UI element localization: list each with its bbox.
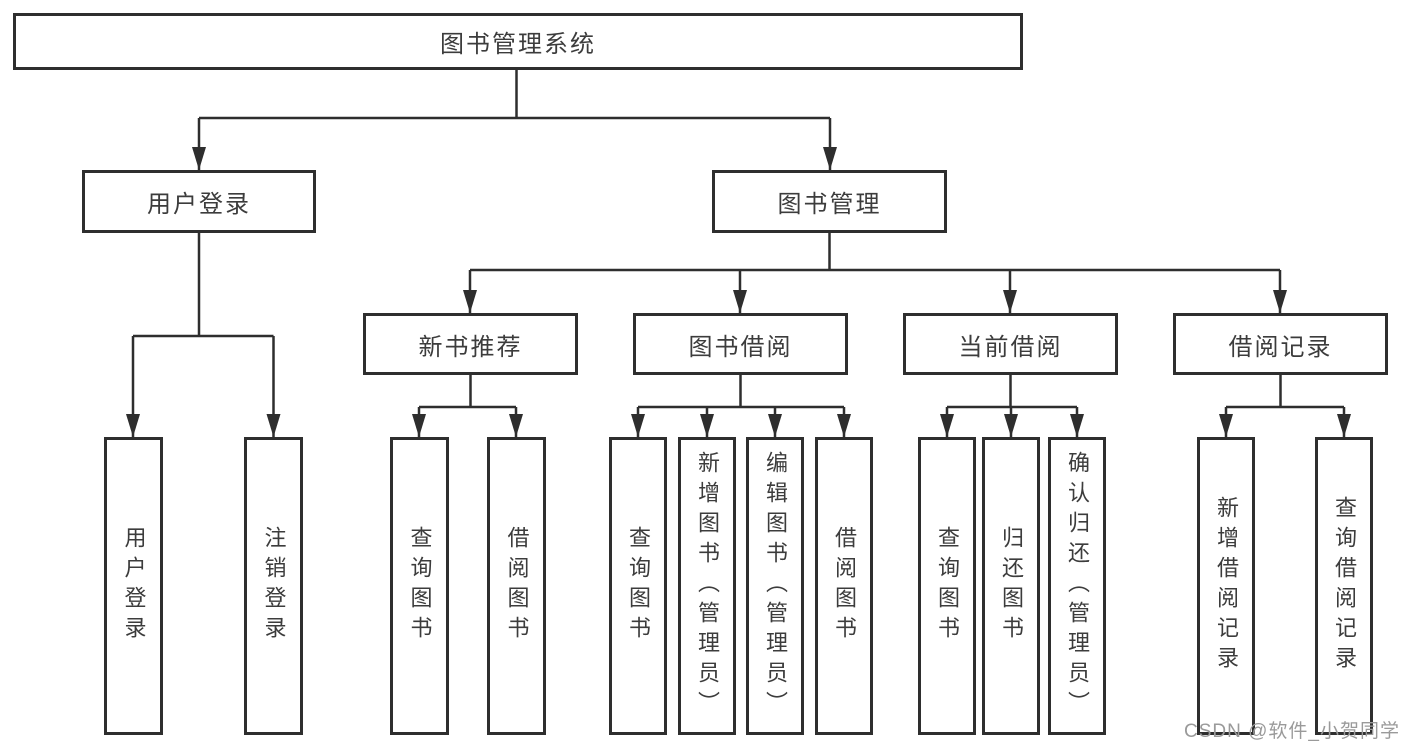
leaf-query-borrow-record: 查询借阅记录 [1315,437,1373,735]
node-user-login: 用户登录 [82,170,316,233]
leaf-query-books-borrowing: 查询图书 [609,437,667,735]
leaf-confirm-return-admin: 确认归还（管理员） [1048,437,1106,735]
leaf-add-books-admin: 新增图书（管理员） [678,437,736,735]
leaf-query-books-recommend: 查询图书 [390,437,449,735]
leaf-edit-books-admin: 编辑图书（管理员） [746,437,804,735]
node-borrowing-records: 借阅记录 [1173,313,1388,375]
leaf-logout: 注销登录 [244,437,303,735]
node-new-book-recommendation: 新书推荐 [363,313,578,375]
node-root: 图书管理系统 [13,13,1023,70]
leaf-query-books-current: 查询图书 [918,437,976,735]
leaf-borrow-books-borrowing: 借阅图书 [815,437,873,735]
leaf-return-books: 归还图书 [982,437,1040,735]
leaf-add-borrow-record: 新增借阅记录 [1197,437,1255,735]
node-book-borrowing: 图书借阅 [633,313,848,375]
node-current-borrowing: 当前借阅 [903,313,1118,375]
node-book-management: 图书管理 [712,170,947,233]
leaf-user-login: 用户登录 [104,437,163,735]
leaf-borrow-books-recommend: 借阅图书 [487,437,546,735]
watermark: CSDN @软件_小贺同学 [1184,721,1400,742]
